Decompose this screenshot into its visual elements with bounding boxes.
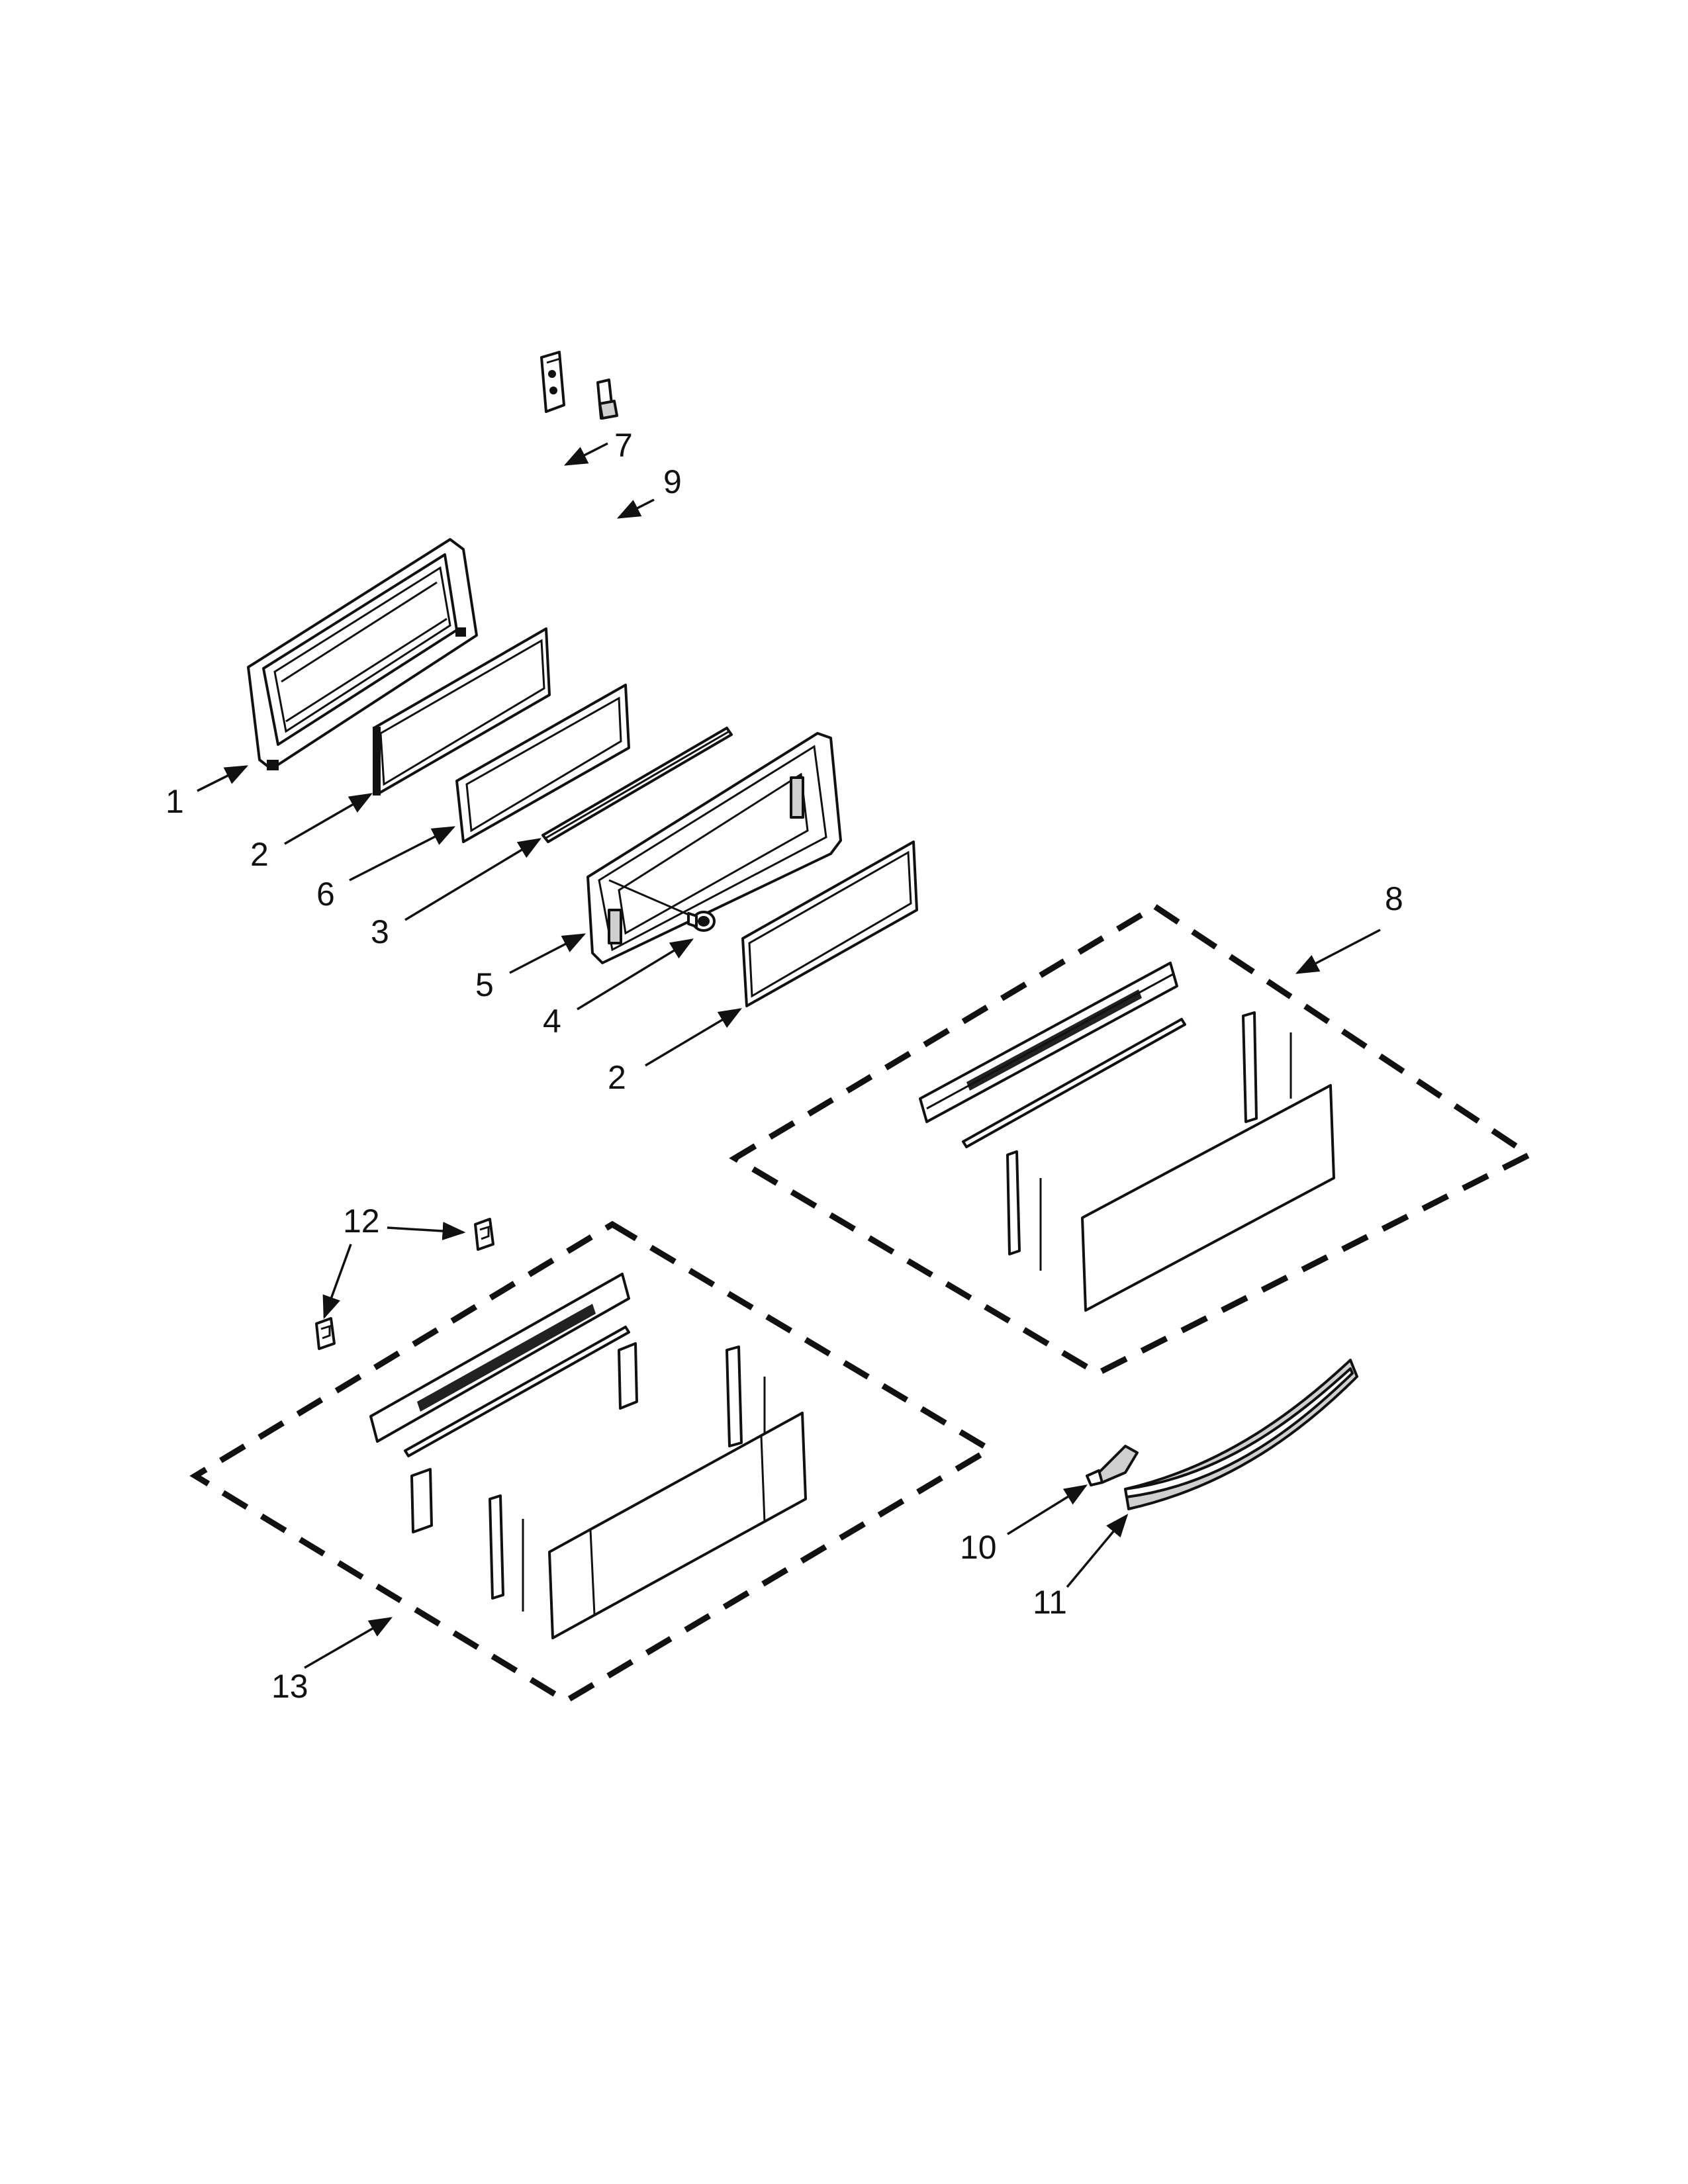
part-1-inner-door-frame — [247, 538, 478, 770]
part-2-glass-panel-upper — [373, 627, 551, 796]
callout-2-upper: 2 — [250, 836, 269, 873]
leader-7 — [563, 442, 608, 466]
part-4-screw — [608, 879, 716, 932]
callout-labels: 1 2 6 3 5 4 2 7 9 8 12 13 10 11 — [165, 427, 1403, 1705]
leader-11 — [1066, 1514, 1129, 1588]
callout-6: 6 — [316, 876, 335, 913]
leader-6 — [349, 826, 456, 882]
callout-12: 12 — [343, 1203, 380, 1240]
leader-5 — [509, 933, 586, 974]
callout-11: 11 — [1033, 1584, 1067, 1621]
part-6-door-gasket — [455, 684, 630, 843]
leader-4 — [577, 938, 694, 1011]
part-12-clip-a — [474, 1218, 494, 1251]
leader-9 — [616, 498, 655, 519]
leader-12a — [387, 1222, 466, 1241]
leader-2a — [284, 793, 373, 845]
leader-10 — [1007, 1484, 1088, 1535]
part-12-clip-b — [315, 1317, 336, 1350]
callout-13: 13 — [271, 1668, 308, 1705]
leader-1 — [197, 765, 249, 792]
callout-1: 1 — [165, 783, 184, 820]
callout-5: 5 — [475, 966, 494, 1003]
callout-9: 9 — [663, 463, 682, 500]
leader-2b — [645, 1008, 743, 1067]
leader-13 — [304, 1617, 393, 1669]
part-8-panel-kit — [729, 903, 1535, 1377]
callout-4: 4 — [543, 1003, 561, 1040]
leader-3 — [404, 838, 541, 921]
part-7-hinge-bracket — [540, 351, 565, 413]
leader-8 — [1295, 929, 1381, 974]
part-11-door-handle — [1124, 1359, 1358, 1510]
leader-12b — [322, 1244, 352, 1320]
leader-lines — [197, 442, 1381, 1669]
callout-8: 8 — [1385, 880, 1403, 917]
part-9-latch — [596, 379, 618, 420]
part-10-handle-end-cap — [1086, 1445, 1139, 1486]
callout-2-lower: 2 — [608, 1059, 626, 1096]
part-13-panel-kit — [189, 1220, 996, 1705]
part-3-door-strip — [541, 727, 733, 843]
callout-7: 7 — [614, 427, 633, 464]
part-2-glass-panel-lower — [741, 841, 918, 1007]
part-5-outer-door-frame — [586, 732, 842, 964]
callout-10: 10 — [960, 1529, 997, 1566]
callout-3: 3 — [371, 913, 389, 950]
